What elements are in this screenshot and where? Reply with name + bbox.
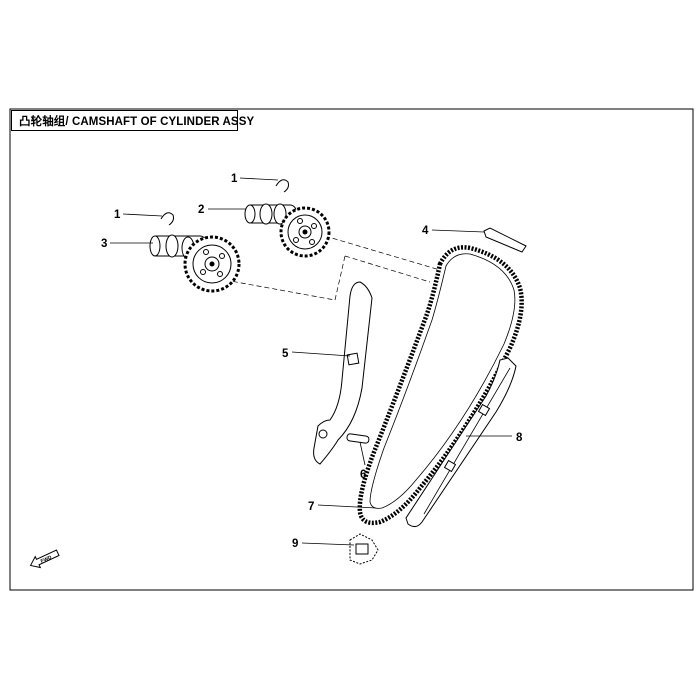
fwd-label: FWD	[40, 554, 53, 564]
callout-3: 3	[101, 238, 107, 250]
leader-lines	[110, 177, 512, 546]
chain-guide-top	[483, 227, 527, 253]
callout-2: 2	[198, 204, 204, 216]
callout-9: 9	[292, 538, 298, 550]
circlip-lower	[160, 212, 174, 226]
title-text: 凸轮轴组/ CAMSHAFT OF CYLINDER ASSY	[19, 115, 255, 128]
callout-8: 8	[516, 432, 523, 444]
callout-1a: 1	[231, 173, 238, 185]
callout-7: 7	[308, 501, 314, 513]
callout-1b: 1	[114, 209, 121, 221]
camshaft-upper	[244, 203, 331, 258]
alignment-lines	[224, 235, 441, 301]
crank-sprocket	[349, 533, 379, 565]
fwd-arrow-icon: FWD	[29, 549, 60, 569]
diagram-title: 凸轮轴组/ CAMSHAFT OF CYLINDER ASSY	[11, 110, 254, 131]
diagram-border	[9, 108, 694, 591]
chain-guide-fixed	[405, 357, 517, 528]
callout-5: 5	[282, 348, 289, 360]
callout-6: 6	[360, 469, 366, 481]
tensioner-guide	[313, 281, 373, 465]
callout-4: 4	[422, 225, 429, 237]
circlip-upper	[275, 179, 289, 193]
guide-pin	[346, 433, 370, 444]
camshaft-lower	[149, 234, 241, 293]
timing-chain	[357, 245, 524, 526]
